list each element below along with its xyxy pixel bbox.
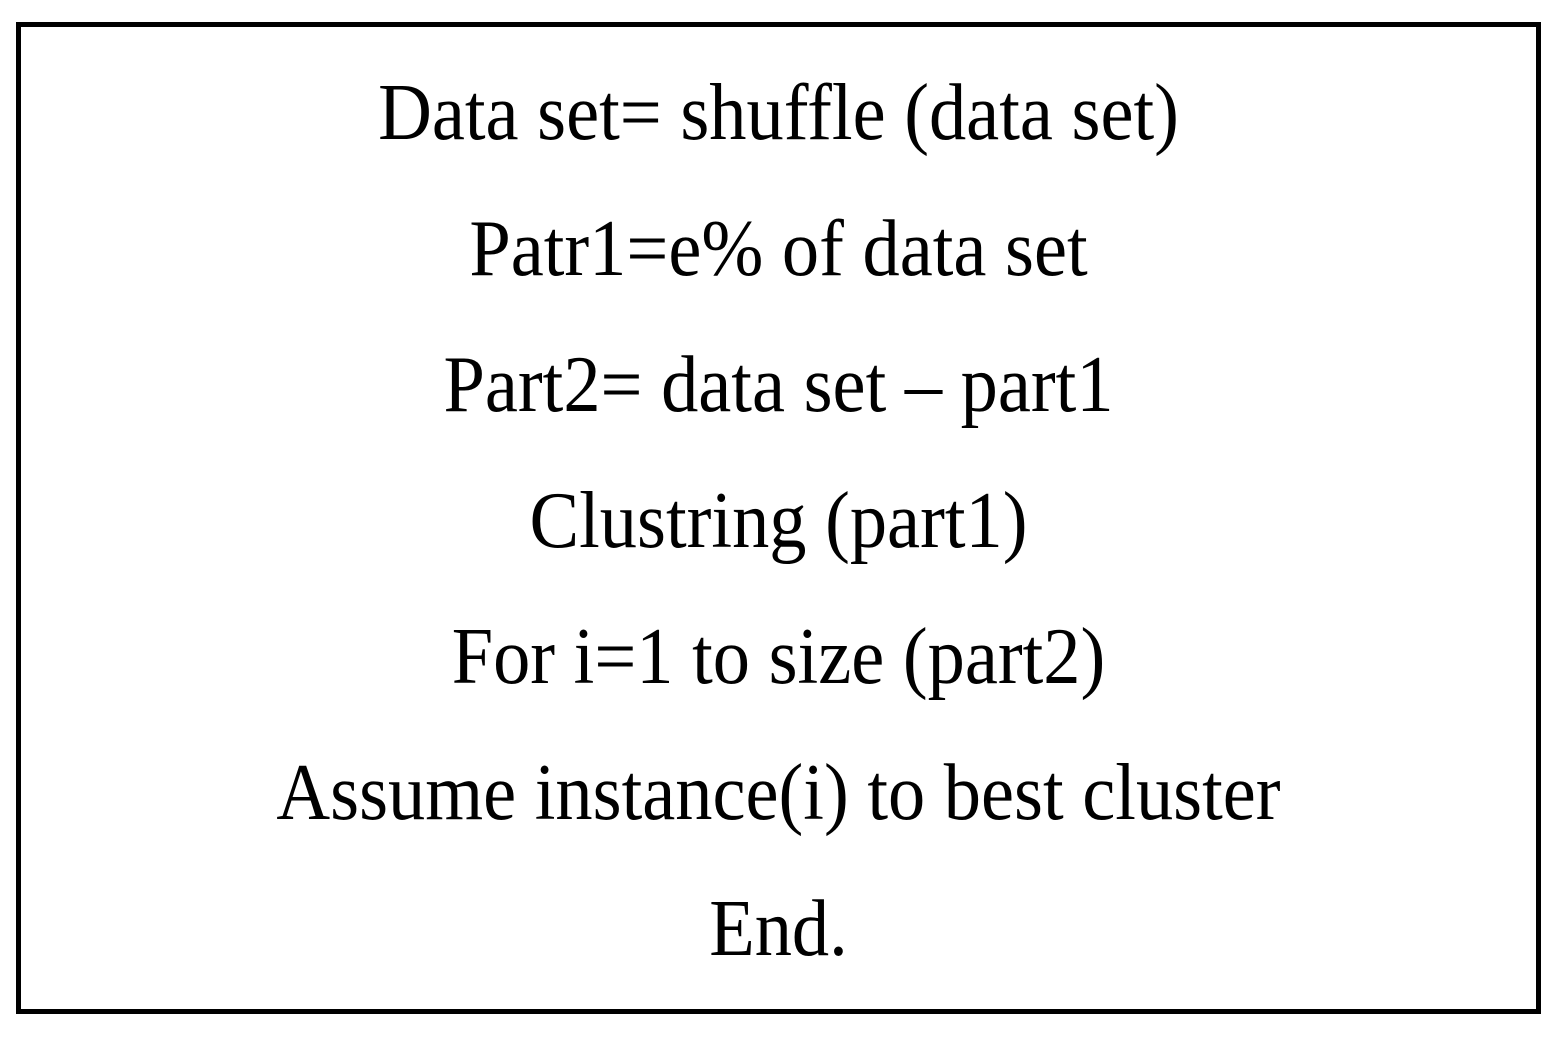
pseudocode-line-7: End. <box>709 885 848 973</box>
pseudocode-line-1: Data set= shuffle (data set) <box>378 69 1179 157</box>
pseudocode-line-6: Assume instance(i) to best cluster <box>276 749 1281 837</box>
pseudocode-block: Data set= shuffle (data set) Patr1=e% of… <box>21 27 1536 1009</box>
pseudocode-line-5: For i=1 to size (part2) <box>451 613 1106 701</box>
pseudocode-line-3: Part2= data set – part1 <box>443 341 1114 429</box>
pseudocode-line-4: Clustring (part1) <box>529 477 1028 565</box>
algorithm-pseudocode-box: Data set= shuffle (data set) Patr1=e% of… <box>16 22 1541 1014</box>
pseudocode-line-2: Patr1=e% of data set <box>469 205 1088 293</box>
